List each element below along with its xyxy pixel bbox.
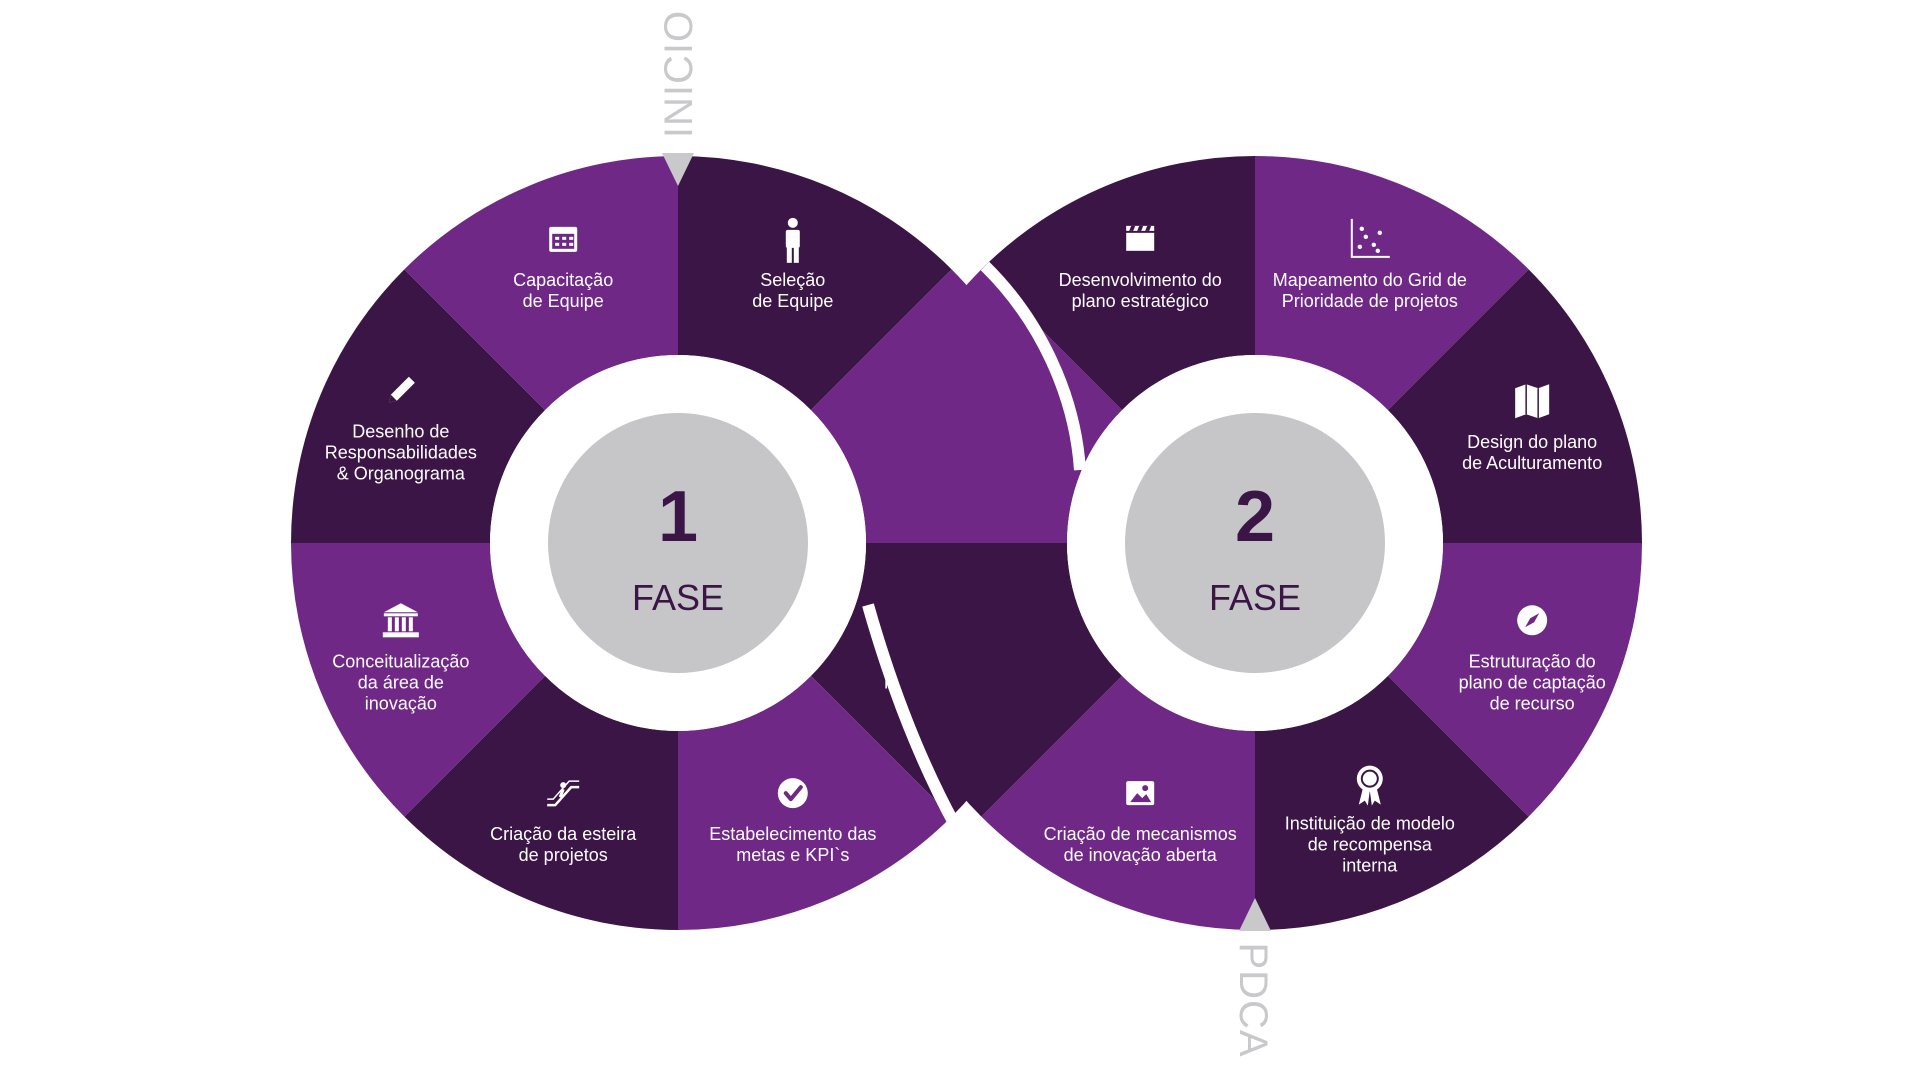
segment-label: de Equipe [752, 291, 833, 311]
crossover-gap-lower [862, 603, 961, 828]
segment-label: Seleção [760, 270, 825, 290]
pencil-icon [388, 376, 415, 403]
segment-label: plano de captação [1459, 672, 1606, 692]
map-icon [1515, 384, 1550, 419]
segment-label: Prioridade de projetos [1282, 291, 1458, 311]
person-icon [785, 217, 800, 263]
end-marker-label: PDCA [1231, 942, 1275, 1057]
flow-markers: INICIO PDCA [657, 10, 1275, 1058]
clapperboard-icon [1126, 225, 1155, 251]
segment-label: Estabelecimento das [709, 824, 876, 844]
overlay [862, 261, 1086, 828]
segment-wedge [981, 156, 1255, 411]
institution-icon [382, 603, 419, 638]
segment-label: Criação da esteira [490, 824, 637, 844]
ribbon-award-icon [1356, 765, 1383, 806]
phase-hub [548, 413, 808, 673]
start-marker-label: INICIO [657, 10, 701, 138]
segment-label: de Equipe [523, 291, 604, 311]
phase-2-segment-6 [868, 543, 1123, 817]
segment-wedge [404, 675, 678, 930]
segment-wedge [1387, 269, 1642, 543]
segment-label: Criação de mecanismos [1044, 824, 1237, 844]
segment-wedge [291, 543, 546, 817]
phase-hub [1125, 413, 1385, 673]
phase-2-segment-7 [868, 269, 1123, 543]
phase-number: 1 [658, 477, 698, 557]
segment-label: Responsabilidades [325, 443, 477, 463]
segment-label: de Aculturamento [1462, 453, 1602, 473]
segment-label: Design do plano [1467, 432, 1597, 452]
segment-label: Mapeamento do Grid de [1273, 270, 1467, 290]
segment-label: Desenho de [352, 422, 449, 442]
up-arrow-icon [1239, 898, 1271, 931]
scatter-chart-icon [1350, 218, 1390, 258]
segment-label: Estruturação do [1469, 651, 1596, 671]
segment-wedge [678, 675, 952, 930]
segment-wedge [981, 675, 1255, 930]
segment-label: Conceitualização [332, 651, 469, 671]
segment-label: interna [1342, 856, 1398, 876]
segment-label: inovação [365, 693, 437, 713]
phase-number: 2 [1235, 477, 1275, 557]
segment-wedge [1387, 543, 1642, 817]
segment-label: da área de [358, 672, 444, 692]
segment-wedge [868, 543, 1123, 817]
segment-label: de recompensa [1308, 835, 1433, 855]
segment-wedge [678, 156, 952, 411]
segment-label: Desenvolvimento do [1059, 270, 1222, 290]
segment-wedge [404, 156, 678, 411]
segment-wedge [868, 269, 1123, 543]
image-icon [1126, 781, 1155, 806]
segment-wedge [1255, 156, 1529, 411]
crossover-gap-upper [980, 261, 1086, 471]
start-marker: INICIO [657, 10, 701, 186]
escalator-icon [547, 780, 580, 807]
segment-label: & Organograma [337, 464, 466, 484]
segment-label: Instituição de modelo [1285, 814, 1455, 834]
check-circle-icon [777, 778, 808, 809]
segment-label: de recurso [1490, 693, 1575, 713]
segment-label: metas e KPI`s [736, 845, 849, 865]
phase-label: FASE [1209, 577, 1301, 618]
segment-wedge [1255, 675, 1529, 930]
segment-label: Capacitação [513, 270, 613, 290]
down-arrow-icon [662, 153, 694, 186]
segment-wedge [291, 269, 546, 543]
calendar-icon [549, 226, 578, 252]
segment-label: plano estratégico [1072, 291, 1209, 311]
segment-label: de projetos [519, 845, 608, 865]
phase-label: FASE [632, 577, 724, 618]
segment-label: de inovação aberta [1064, 845, 1218, 865]
end-marker: PDCA [1231, 898, 1275, 1058]
compass-icon [1517, 605, 1548, 636]
